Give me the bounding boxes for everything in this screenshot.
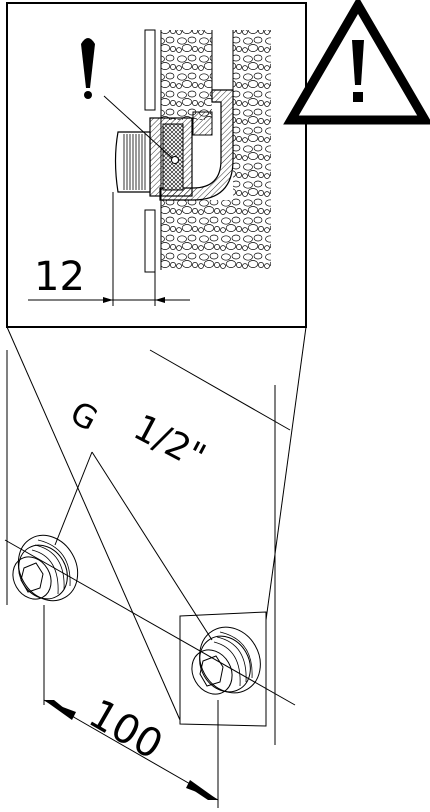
detail-panel: 12 bbox=[6, 2, 307, 328]
wall-plate-lower bbox=[144, 209, 156, 273]
leader-line bbox=[103, 95, 173, 159]
thread-label-size: 1/2" bbox=[127, 407, 212, 478]
right-fitting bbox=[179, 611, 267, 727]
threaded-plug bbox=[114, 131, 151, 193]
detail-dimension: 12 bbox=[28, 192, 190, 306]
spacing-dimension: 100 bbox=[43, 605, 219, 808]
warning-triangle-icon bbox=[283, 0, 430, 125]
thread-label-g: G bbox=[64, 394, 104, 439]
wall-plate-upper bbox=[144, 29, 156, 111]
exclamation-pin-icon bbox=[81, 35, 95, 99]
dimension-label-12: 12 bbox=[34, 254, 85, 300]
left-fitting bbox=[12, 534, 79, 602]
gravel-fill bbox=[161, 30, 271, 270]
dimension-label-100: 100 bbox=[81, 691, 170, 769]
detail-frame bbox=[6, 2, 307, 328]
fitting-body bbox=[149, 117, 193, 197]
projection-lines bbox=[6, 326, 307, 745]
isometric-view: G 1/2" 100 bbox=[4, 394, 296, 808]
